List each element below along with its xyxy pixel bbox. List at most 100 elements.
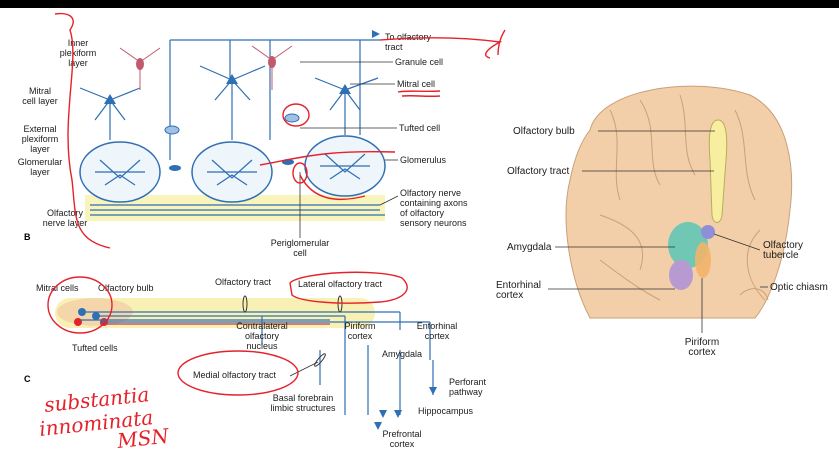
brain-label-optic-chiasm: Optic chiasm <box>770 282 828 293</box>
red-circle-medial-tract <box>177 350 299 396</box>
brain-gyri <box>599 94 766 301</box>
label-tufted-cell: Tufted cell <box>399 123 440 133</box>
label-lateral-olfactory-tract: Lateral olfactory tract <box>298 279 383 289</box>
line-2: layer <box>30 144 50 154</box>
line-1: cortex <box>425 331 450 341</box>
red-circle-glomerulus <box>292 162 308 184</box>
olfactory-tract-marker <box>242 295 248 313</box>
tract-fibers <box>80 311 430 323</box>
label-mitral-cells: Mitral cells <box>36 283 79 293</box>
medial-tract-marker <box>314 353 326 367</box>
red-underline-mitral <box>397 90 441 97</box>
line-1: layer <box>30 167 50 177</box>
label-amygdala-c: Amygdala <box>382 349 422 359</box>
brain-label-olfactory-bulb: Olfactory bulb <box>513 126 575 137</box>
tract-arrowhead <box>372 30 380 38</box>
line-2: layer <box>68 58 88 68</box>
red-marks-glomerulus <box>259 151 396 200</box>
piriform-region <box>695 242 711 278</box>
label-olfactory-tract-c: Olfactory tract <box>215 277 272 287</box>
mitral-cell-body-3 <box>339 84 351 94</box>
line-1: cortex <box>348 331 373 341</box>
leader-olfactory-nerve <box>379 195 399 206</box>
red-tick-top <box>497 29 506 56</box>
label-hippocampus: Hippocampus <box>418 406 474 416</box>
optic-chiasm-shape <box>739 288 769 301</box>
leader-medial-tract <box>289 361 319 377</box>
granule-cell-body-2 <box>268 56 276 68</box>
line-1: tubercle <box>763 250 799 261</box>
red-circle-mitral-tufted <box>47 276 113 334</box>
line-1: cell <box>293 248 307 258</box>
mitral-cells <box>79 39 380 160</box>
red-arrow-top <box>379 37 503 59</box>
tufted-cell-1 <box>164 125 180 135</box>
line-1: cell layer <box>22 96 58 106</box>
line-1: tract <box>385 42 403 52</box>
line-1: cortex <box>390 439 415 449</box>
panel-c: Mitral cells Olfactory bulb Olfactory tr… <box>24 277 487 449</box>
olfactory-tubercle-region <box>701 225 715 239</box>
entorhinal-region <box>669 260 693 290</box>
tufted-cell-c-1 <box>74 318 82 326</box>
brain-label-amygdala: Amygdala <box>507 242 552 253</box>
label-mitral-cell: Mitral cell <box>397 79 435 89</box>
panel-c-letter: C <box>24 374 31 384</box>
red-circle-tufted <box>282 103 310 127</box>
mitral-cell-c-1 <box>78 308 86 316</box>
tufted-cell-2 <box>284 113 300 123</box>
brain-figure: Olfactory bulb Olfactory tract Amygdala … <box>496 85 828 358</box>
top-black-bar <box>0 0 839 8</box>
line-3: sensory neurons <box>400 218 467 228</box>
line-2: of olfactory <box>400 208 445 218</box>
line-1: plexiform <box>60 48 97 58</box>
brain-base <box>565 85 793 319</box>
red-circle-lateral-tract <box>289 271 408 304</box>
line-1: pathway <box>449 387 483 397</box>
panel-b-letter: B <box>24 232 31 242</box>
projection-fibers <box>261 312 434 415</box>
line-1: plexiform <box>22 134 59 144</box>
glomerular-tufts <box>95 153 370 186</box>
label-tufted-cells: Tufted cells <box>72 343 118 353</box>
line-1: nerve layer <box>43 218 88 228</box>
periglomerular-cell-1 <box>169 165 181 171</box>
brain-label-olfactory-tract: Olfactory tract <box>507 166 569 177</box>
label-olfactory-bulb-c: Olfactory bulb <box>98 283 154 293</box>
line-2: nucleus <box>246 341 278 351</box>
mitral-cell-body-2 <box>226 74 238 84</box>
line-1: olfactory <box>245 331 280 341</box>
leader-brain-tubercle <box>713 233 761 251</box>
label-granule-cell: Granule cell <box>395 57 443 67</box>
handwriting-line-3: MSN <box>115 424 171 454</box>
olfactory-nerve-axons <box>90 204 385 216</box>
granule-cell-body-1 <box>136 58 144 70</box>
granule-cells <box>119 45 293 90</box>
label-glomerulus: Glomerulus <box>400 155 447 165</box>
line-1: cortex <box>496 290 523 301</box>
mitral-cell-body-1 <box>104 94 116 104</box>
label-medial-olfactory-tract: Medial olfactory tract <box>193 370 277 380</box>
red-bracket-left <box>54 12 111 249</box>
line-1: containing axons <box>400 198 468 208</box>
